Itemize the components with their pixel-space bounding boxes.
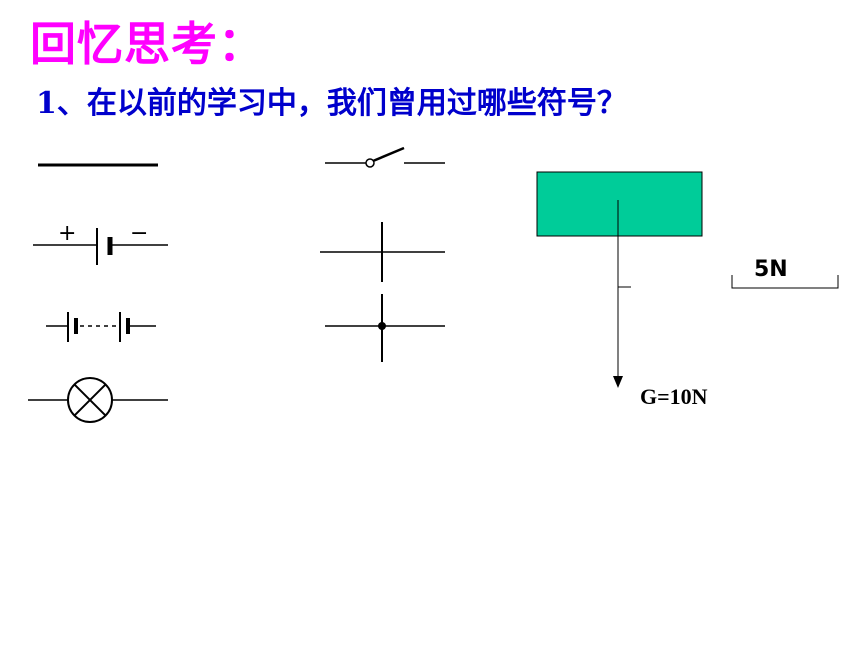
force-label: G=10N [640,384,708,409]
junction-symbol [325,294,445,362]
block [536,171,703,237]
crossing-wires-symbol [320,222,445,282]
scale-bar: 5N [731,257,839,289]
battery-plus-sign: + [58,221,76,246]
battery-minus-sign: − [130,221,148,246]
battery-cell-symbol: + − [33,221,168,265]
switch-symbol [325,146,445,168]
force-diagram: G=10N [536,171,708,409]
lamp-symbol [28,377,168,423]
force-arrowhead [613,376,623,388]
scale-label: 5N [754,257,788,282]
question-text: 1、在以前的学习中，我们曾用过哪些符号？ [36,86,627,121]
battery-pack-symbol [46,312,156,342]
slide-title: 回忆思考： [30,17,265,71]
